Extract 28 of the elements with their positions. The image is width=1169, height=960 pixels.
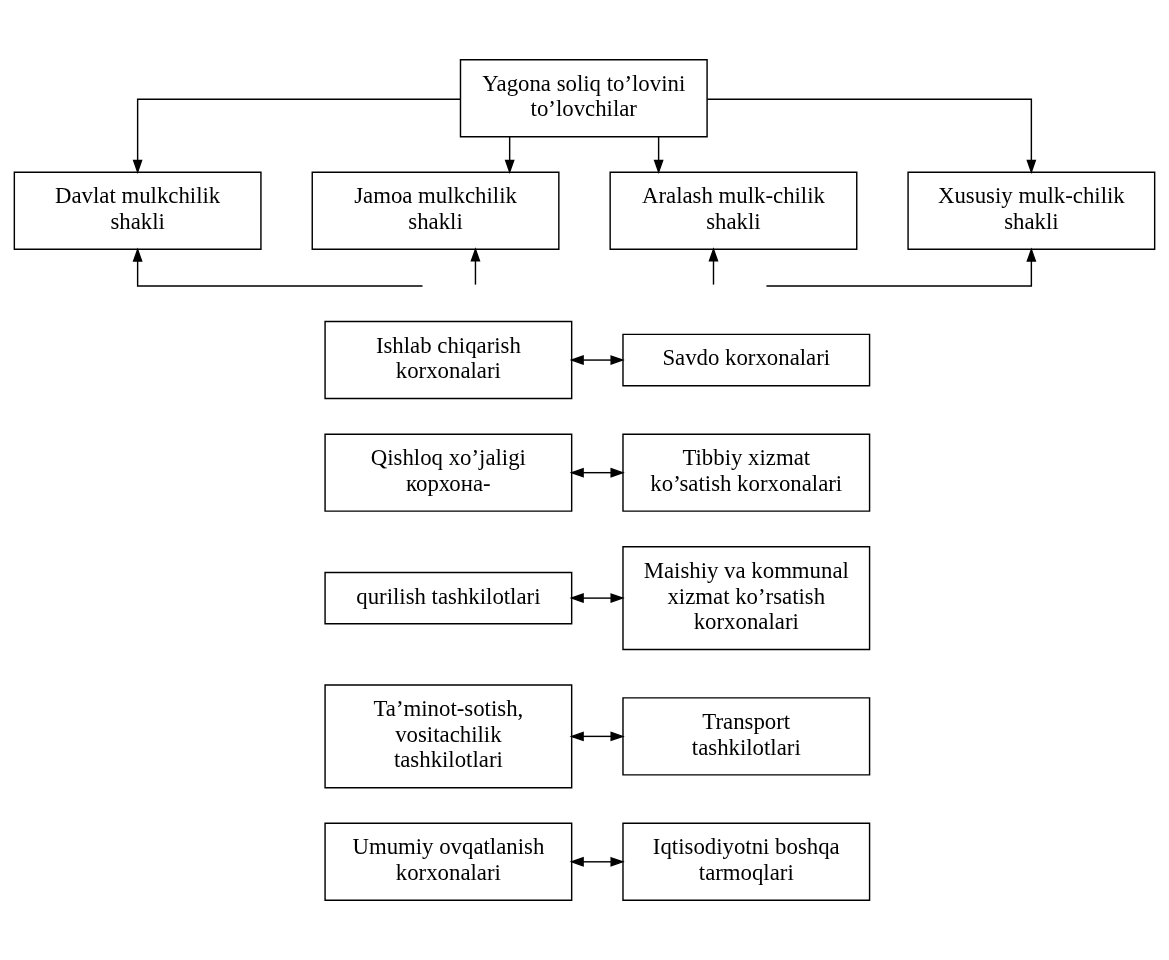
node-box: Qishloq xo’jaligi корхона- — [324, 433, 573, 512]
node-box: Jamoa mulkchilik shakli — [311, 171, 560, 250]
arrow — [569, 593, 625, 604]
arrow — [504, 136, 515, 175]
node-box: Aralash mulk-chilik shakli — [609, 171, 858, 250]
node-box: Davlat mulkchilik shakli — [13, 171, 262, 250]
arrow — [132, 98, 461, 174]
arrow — [653, 136, 664, 175]
node-box: Transport tashkilotlari — [622, 697, 871, 776]
node-box: Maishiy va kommunal xizmat ko’rsatish korxonalari — [622, 546, 871, 651]
arrow — [132, 247, 424, 287]
node-box: Yagona soliq to’lovini to’lovchilar — [459, 59, 708, 138]
node-box: Tibbiy xizmat ko’satish korxonalari — [622, 433, 871, 512]
node-box: Ishlab chiqarish korxonalari — [324, 320, 573, 400]
arrow — [706, 98, 1037, 174]
arrow — [765, 247, 1037, 287]
node-box: Iqtisodiyotni boshqa tarmoqlari — [622, 822, 871, 901]
arrow — [569, 731, 625, 742]
arrow — [708, 247, 719, 286]
node-box: Savdo korxonalari — [622, 333, 871, 387]
arrow — [470, 247, 481, 286]
node-box: Ta’minot-sotish, vositachilik tashkilotlari — [324, 684, 573, 789]
arrow — [569, 467, 625, 478]
node-box: qurilish tashkilotlari — [324, 571, 573, 625]
node-box: Xususiy mulk-chilik shakli — [907, 171, 1156, 250]
arrow — [569, 355, 625, 366]
node-box: Umumiy ovqatlanish korxonalari — [324, 822, 573, 901]
arrow — [569, 856, 625, 867]
